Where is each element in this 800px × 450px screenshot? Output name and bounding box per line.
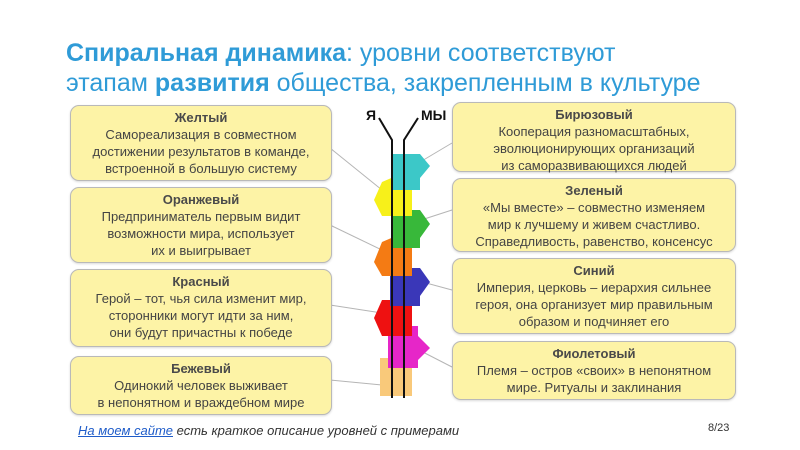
title-bold-part1: Спиральная динамика	[66, 39, 347, 67]
level-name: Фиолетовый	[552, 346, 636, 361]
label-my: МЫ	[421, 107, 447, 123]
level-name: Зеленый	[565, 183, 623, 198]
level-desc-line: Справедливость, равенство, консенсус	[475, 234, 713, 249]
callout-turquoise: Бирюзовый Кооперация разномасштабных, эв…	[452, 102, 736, 173]
level-desc-line: «Мы вместе» – совместно изменяем	[482, 200, 706, 215]
level-name: Синий	[573, 263, 615, 278]
callout-beige: Бежевый Одинокий человек выживает в непо…	[70, 356, 332, 415]
level-name: Бежевый	[171, 361, 231, 376]
callout-purple: Фиолетовый Племя – остров «своих» в непо…	[452, 341, 736, 400]
level-name: Красный	[172, 274, 230, 289]
connector-beige	[329, 379, 383, 386]
level-desc-line: сторонники могут идти за ним,	[108, 308, 294, 323]
level-desc-line: Самореализация в совместном	[105, 127, 297, 142]
level-desc-line: их и выигрывает	[151, 243, 251, 258]
level-desc-line: в непонятном и враждебном мире	[97, 395, 305, 410]
callout-red: Красный Герой – тот, чья сила изменит ми…	[70, 269, 332, 347]
my-line	[403, 117, 419, 398]
level-desc-line: Предприниматель первым видит	[101, 209, 301, 224]
level-desc-line: из саморазвивающихся людей	[501, 158, 687, 173]
title-rest-part1: : уровни соответствуют	[346, 39, 616, 67]
level-name: Оранжевый	[162, 192, 240, 207]
site-link[interactable]: На моем сайте	[78, 423, 173, 438]
level-desc-line: Кооперация разномасштабных,	[498, 124, 690, 139]
callout-orange: Оранжевый Предприниматель первым видит в…	[70, 187, 332, 263]
level-desc-line: они будут причастны к победе	[109, 325, 293, 340]
level-desc-line: достижении результатов в команде,	[92, 144, 310, 159]
callout-yellow: Желтый Самореализация в совместном дости…	[70, 105, 332, 181]
connector-yellow	[329, 147, 383, 191]
level-desc-line: героя, она организует мир правильным	[475, 297, 713, 312]
callout-green: Зеленый «Мы вместе» – совместно изменяем…	[452, 178, 736, 252]
spiral-green	[392, 210, 430, 248]
level-desc-line: образом и подчиняет его	[518, 314, 670, 329]
spiral-purple	[388, 326, 430, 368]
level-desc-line: мире. Ритуалы и заклинания	[506, 380, 682, 395]
footer-note: На моем сайте есть краткое описание уров…	[78, 423, 459, 438]
page-number: 8/23	[708, 422, 730, 434]
connector-orange	[329, 224, 383, 251]
callout-blue: Синий Империя, церковь – иерархия сильне…	[452, 258, 736, 334]
level-name: Бирюзовый	[555, 107, 633, 122]
level-desc-line: встроенной в большую систему	[105, 161, 297, 176]
level-desc-line: возможности мира, использует	[107, 226, 295, 241]
title-line2-suffix: общества, закрепленным в культуре	[269, 69, 701, 97]
level-desc-line: мир к лучшему и живем счастливо.	[487, 217, 701, 232]
level-desc-line: Империя, церковь – иерархия сильнее	[476, 280, 712, 295]
spiral-turquoise	[392, 154, 430, 190]
label-ya: Я	[366, 107, 377, 123]
title-bold-part2: развития	[154, 69, 270, 97]
level-desc-line: эволюционирующих организаций	[493, 141, 695, 156]
level-desc-line: Одинокий человек выживает	[114, 378, 288, 393]
footer-text: есть краткое описание уровней с примерам…	[173, 423, 460, 438]
level-desc-line: Герой – тот, чья сила изменит мир,	[95, 291, 307, 306]
connector-red	[329, 304, 383, 314]
slide-title: Спиральная динамика: уровни соответствую…	[66, 38, 786, 98]
level-desc-line: Племя – остров «своих» в непонятном	[476, 363, 712, 378]
ya-line	[378, 117, 393, 398]
spiral-blue	[390, 268, 430, 306]
level-name: Желтый	[174, 110, 228, 125]
title-line2-prefix: этапам	[66, 69, 155, 97]
